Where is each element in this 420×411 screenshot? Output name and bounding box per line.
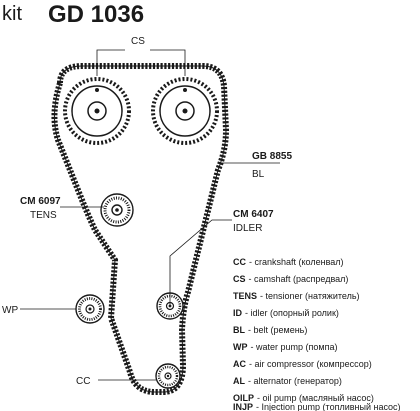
- idler-code: CM 6407: [233, 209, 274, 220]
- camshaft-pulley-right: [151, 77, 219, 145]
- legend-item: ID- idler (опорный ролик): [233, 308, 339, 318]
- camshaft-pulley-left: [63, 77, 131, 145]
- svg-text:OILP- oil pump (масляный насос: OILP- oil pump (масляный насос): [233, 393, 374, 403]
- cc-label: CC: [76, 376, 90, 387]
- idler-leader: [169, 219, 232, 306]
- legend-item: AC- air compressor (компрессор): [233, 359, 372, 369]
- svg-text:INJP- Injection pump (топливны: INJP- Injection pump (топливный насос): [233, 402, 401, 411]
- cs-label: CS: [131, 36, 145, 47]
- legend-item: CC- crankshaft (коленвал): [233, 257, 344, 267]
- tensioner-pulley: [100, 193, 134, 227]
- legend: CC- crankshaft (коленвал) CS- camshaft (…: [233, 257, 401, 411]
- title-prefix: kit: [2, 3, 22, 25]
- tens-abbr: TENS: [30, 210, 57, 221]
- svg-text:TENS- tensioner (натяжитель): TENS- tensioner (натяжитель): [233, 291, 360, 301]
- water-pump-pulley: [75, 294, 105, 324]
- legend-item: WP- water pump (помпа): [233, 342, 337, 352]
- svg-text:BL- belt (ремень): BL- belt (ремень): [233, 325, 307, 335]
- crankshaft-pulley: [155, 363, 181, 389]
- title-code: GD 1036: [48, 1, 144, 28]
- legend-item: TENS- tensioner (натяжитель): [233, 291, 360, 301]
- legend-item: CS- camshaft (распредвал): [233, 274, 348, 284]
- legend-item: INJP- Injection pump (топливный насос): [233, 402, 401, 411]
- svg-text:ID- idler (опорный ролик): ID- idler (опорный ролик): [233, 308, 339, 318]
- svg-text:AL- alternator (генератор): AL- alternator (генератор): [233, 376, 342, 386]
- svg-text:WP- water pump (помпа): WP- water pump (помпа): [233, 342, 337, 352]
- tens-code: CM 6097: [20, 196, 61, 207]
- svg-text:CC- crankshaft (коленвал): CC- crankshaft (коленвал): [233, 257, 344, 267]
- idler-abbr: IDLER: [233, 223, 262, 234]
- legend-item: BL- belt (ремень): [233, 325, 307, 335]
- belt-abbr: BL: [252, 169, 265, 180]
- belt-code: GB 8855: [252, 151, 292, 162]
- svg-text:CS- camshaft (распредвал): CS- camshaft (распредвал): [233, 274, 348, 284]
- wp-label: WP: [2, 305, 18, 316]
- timing-belt: [51, 63, 230, 395]
- svg-text:AC- air compressor (компрессор: AC- air compressor (компрессор): [233, 359, 372, 369]
- legend-item: AL- alternator (генератор): [233, 376, 342, 386]
- cs-leader-lines: [96, 49, 186, 76]
- legend-item: OILP- oil pump (масляный насос): [233, 393, 374, 403]
